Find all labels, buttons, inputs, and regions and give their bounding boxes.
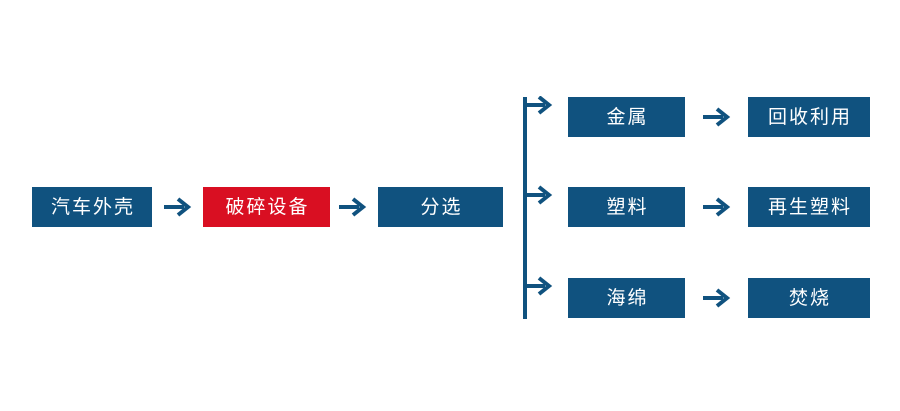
node-material-sponge[interactable]: 海绵 — [568, 278, 685, 318]
branch-bus-connector — [522, 96, 562, 322]
node-outcome-incineration[interactable]: 焚烧 — [748, 278, 870, 318]
node-label: 破碎设备 — [225, 196, 310, 218]
node-car-shell[interactable]: 汽车外壳 — [32, 187, 152, 227]
arrow-sponge-to-incineration — [702, 286, 732, 310]
node-crusher-equipment[interactable]: 破碎设备 — [203, 187, 330, 227]
node-sorting[interactable]: 分选 — [378, 187, 503, 227]
arrow-plastic-to-regenerated — [702, 195, 732, 219]
node-label: 焚烧 — [788, 287, 831, 309]
node-label: 汽车外壳 — [50, 196, 135, 218]
node-label: 再生塑料 — [767, 196, 852, 218]
node-label: 回收利用 — [767, 106, 852, 128]
node-material-plastic[interactable]: 塑料 — [568, 187, 685, 227]
node-label: 分选 — [420, 196, 463, 218]
arrow-metal-to-recycle — [702, 105, 732, 129]
node-label: 海绵 — [606, 287, 649, 309]
node-outcome-regenerated-plastic[interactable]: 再生塑料 — [748, 187, 870, 227]
node-label: 金属 — [606, 106, 649, 128]
node-material-metal[interactable]: 金属 — [568, 97, 685, 137]
arrow-shell-to-crusher — [163, 195, 193, 219]
node-label: 塑料 — [606, 196, 649, 218]
node-outcome-recycle[interactable]: 回收利用 — [748, 97, 870, 137]
arrow-crusher-to-sorting — [338, 195, 368, 219]
